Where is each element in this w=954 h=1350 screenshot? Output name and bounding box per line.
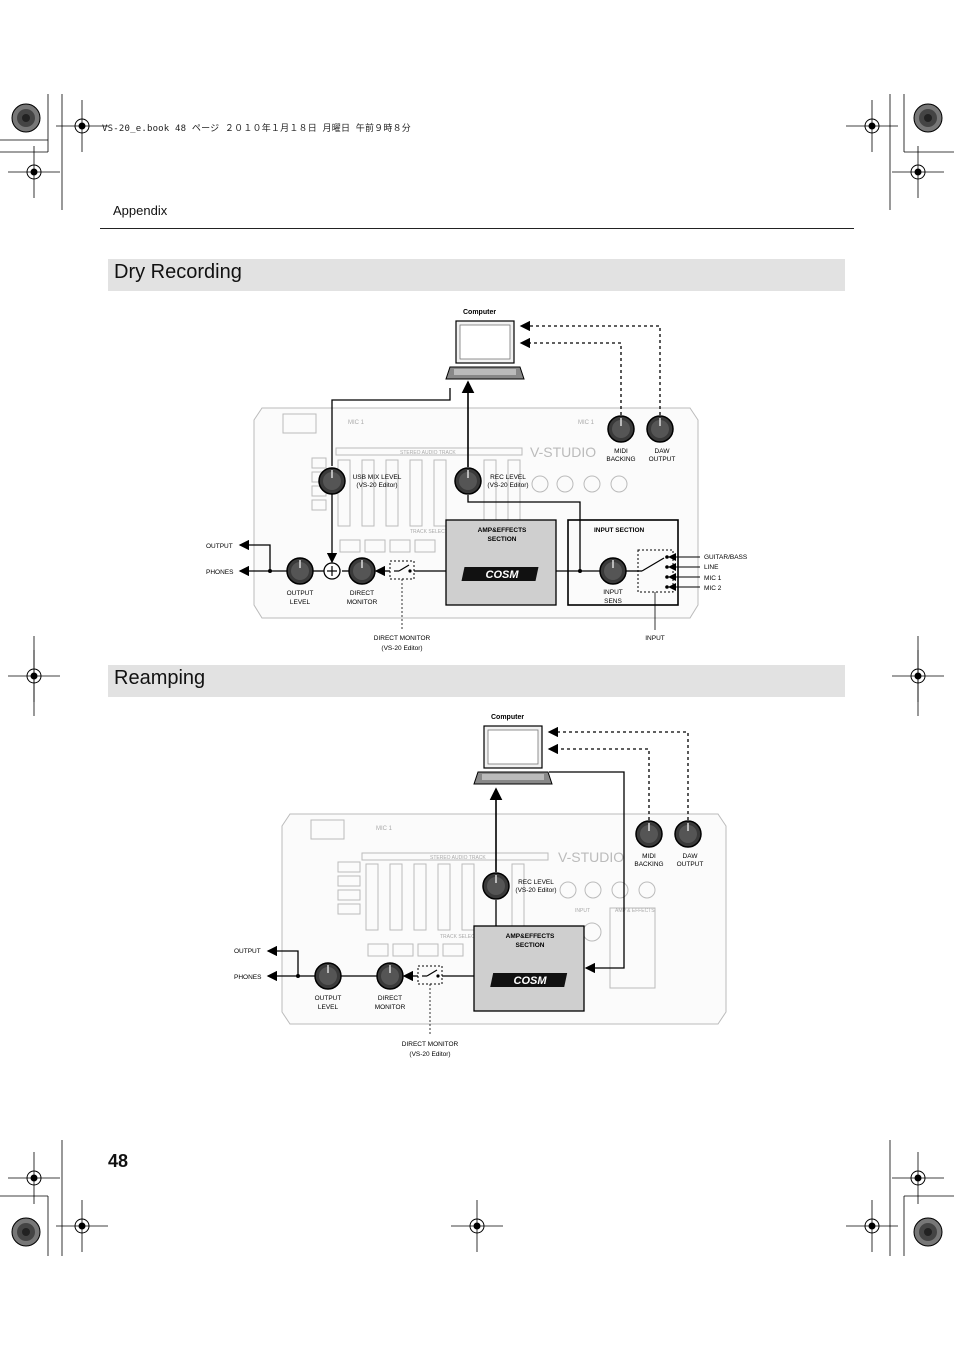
svg-text:AMP&EFFECTS: AMP&EFFECTS [478,527,527,534]
svg-text:OUTPUT: OUTPUT [206,543,233,550]
computer-label: Computer [463,309,496,316]
svg-text:MIDI: MIDI [614,448,628,455]
svg-text:LINE: LINE [704,564,719,571]
svg-text:V-STUDIO: V-STUDIO [558,849,624,865]
output-level-knob-icon [314,962,342,990]
svg-text:DIRECT MONITOR: DIRECT MONITOR [402,1041,459,1048]
cosm-logo-icon [490,973,568,987]
svg-text:AMP & EFFECTS: AMP & EFFECTS [615,908,655,914]
svg-text:SENS: SENS [604,598,622,605]
svg-text:REC LEVEL: REC LEVEL [518,879,554,886]
svg-text:INPUT: INPUT [603,589,623,596]
svg-text:(VS-20 Editor): (VS-20 Editor) [515,887,556,894]
svg-text:(VS-20 Editor): (VS-20 Editor) [487,482,528,489]
svg-text:OUTPUT: OUTPUT [677,861,704,868]
svg-text:BACKING: BACKING [634,861,663,868]
svg-text:TRACK SELECT: TRACK SELECT [440,934,478,940]
svg-text:GUITAR/BASS: GUITAR/BASS [704,554,748,561]
amp-effects-box [473,925,585,1012]
cosm-logo-icon [461,567,539,581]
midi-backing-knob-icon [635,820,663,848]
svg-text:(VS-20 Editor): (VS-20 Editor) [409,1051,450,1058]
svg-text:TRACK SELECT: TRACK SELECT [410,529,448,535]
direct-monitor-knob-icon [376,962,404,990]
svg-text:OUTPUT: OUTPUT [234,948,261,955]
svg-text:MIC 1: MIC 1 [578,420,595,426]
daw-output-knob-icon [674,820,702,848]
rec-level-knob-icon [482,872,510,900]
page-number: 48 [108,1151,129,1171]
svg-text:BACKING: BACKING [606,456,635,463]
svg-text:INPUT SECTION: INPUT SECTION [594,527,645,534]
svg-text:MIC 1: MIC 1 [704,575,722,582]
svg-text:AMP&EFFECTS: AMP&EFFECTS [506,933,555,940]
svg-text:DIRECT: DIRECT [378,995,402,1002]
svg-text:STEREO AUDIO TRACK: STEREO AUDIO TRACK [430,855,486,861]
svg-text:INPUT: INPUT [645,635,665,642]
input-section-box [567,519,679,606]
svg-text:MIDI: MIDI [642,853,656,860]
svg-text:PHONES: PHONES [206,569,234,576]
svg-text:DIRECT: DIRECT [350,590,374,597]
svg-text:(VS-20 Editor): (VS-20 Editor) [356,482,397,489]
svg-text:MONITOR: MONITOR [375,1004,406,1011]
svg-text:INPUT: INPUT [575,908,590,914]
svg-text:OUTPUT: OUTPUT [649,456,676,463]
section-heading-dry-recording: Dry Recording [108,259,845,291]
svg-text:OUTPUT: OUTPUT [315,995,342,1002]
svg-text:COSM: COSM [486,569,520,581]
svg-text:SECTION: SECTION [516,942,545,949]
svg-text:LEVEL: LEVEL [318,1004,339,1011]
section-heading-reamping: Reamping [108,665,845,697]
svg-text:PHONES: PHONES [234,974,262,981]
svg-text:USB MIX LEVEL: USB MIX LEVEL [353,474,402,481]
svg-text:DIRECT MONITOR: DIRECT MONITOR [374,635,431,642]
svg-text:REC LEVEL: REC LEVEL [490,474,526,481]
svg-text:DAW: DAW [683,853,699,860]
svg-text:DAW: DAW [655,448,671,455]
svg-text:(VS-20 Editor): (VS-20 Editor) [381,645,422,652]
svg-text:MIC 1: MIC 1 [348,420,365,426]
svg-text:MIC 1: MIC 1 [376,826,393,832]
computer-icon [473,725,553,785]
svg-text:MONITOR: MONITOR [347,599,378,606]
header-rule [100,228,854,229]
amp-effects-box [445,519,557,606]
device-brand: V-STUDIO [530,444,596,460]
print-metadata: VS-20_e.book 48 ページ ２０１０年１月１８日 月曜日 午前９時８… [102,124,411,134]
running-header: Appendix [113,203,168,218]
svg-text:COSM: COSM [514,975,548,987]
svg-text:LEVEL: LEVEL [290,599,311,606]
section-title: Dry Recording [114,261,242,283]
svg-text:OUTPUT: OUTPUT [287,590,314,597]
section-title: Reamping [114,667,206,689]
svg-text:SECTION: SECTION [488,536,517,543]
svg-text:MIC 2: MIC 2 [704,585,722,592]
computer-label: Computer [491,714,524,721]
svg-text:STEREO AUDIO TRACK: STEREO AUDIO TRACK [400,450,456,456]
